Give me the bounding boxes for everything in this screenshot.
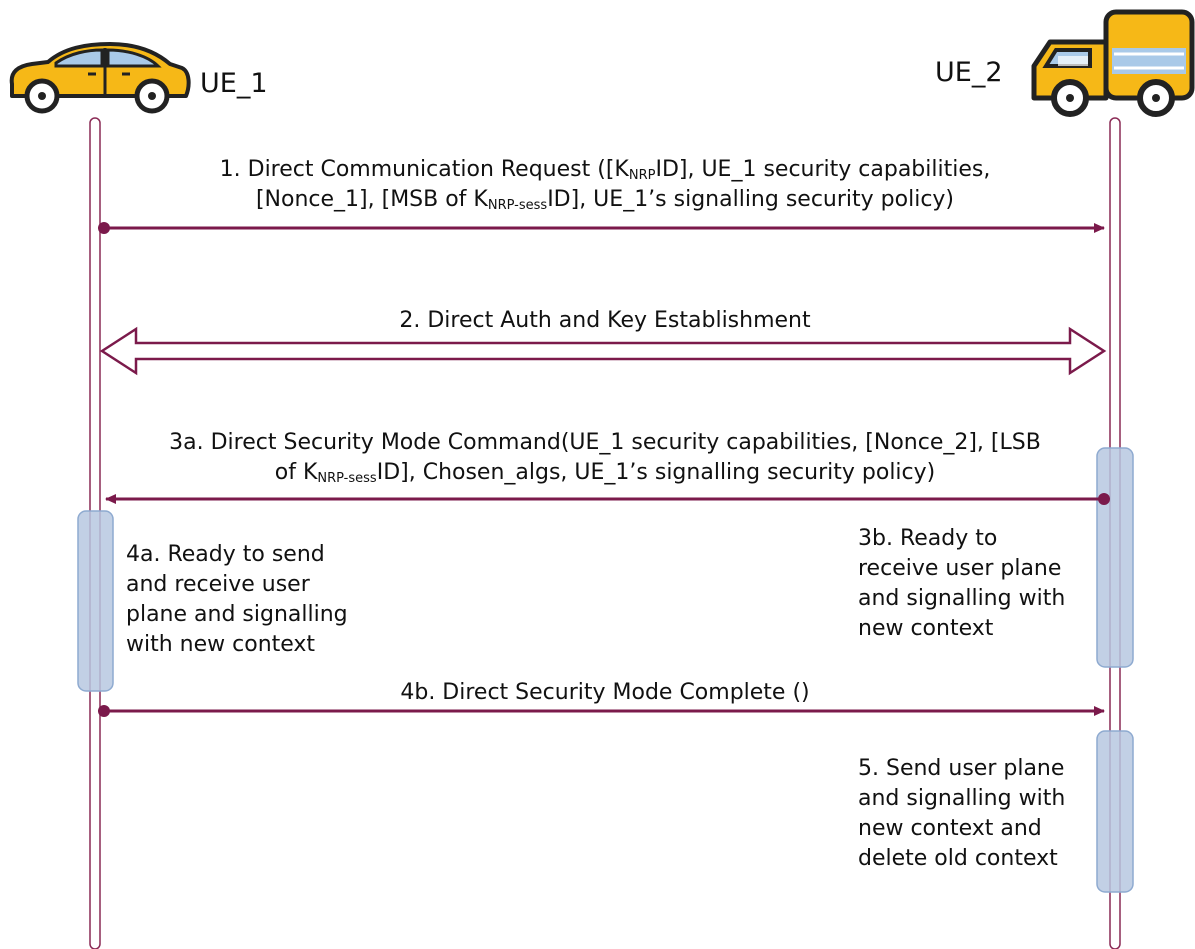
- note-4a-line: with new context: [126, 632, 316, 657]
- note-5-line: and signalling with: [858, 786, 1066, 811]
- note-3b-line: new context: [858, 616, 994, 641]
- message-4b-arrow: [98, 705, 1105, 717]
- ue2-label: UE_2: [935, 57, 1003, 88]
- note-3b-line: and signalling with: [858, 586, 1066, 611]
- message-3a-line2-subscript: NRP-sess: [317, 471, 377, 486]
- message-3a-arrow: [105, 493, 1110, 505]
- message-3a-line1: 3a. Direct Security Mode Command(UE_1 se…: [169, 430, 1041, 455]
- message-3a-line2-start: of K: [274, 460, 318, 485]
- truck-icon: [1031, 9, 1195, 117]
- note-3b: 3b. Ready to receive user plane and sign…: [858, 524, 1080, 644]
- note-5: 5. Send user plane and signalling with n…: [858, 754, 1080, 874]
- message-3a-line2-end: ID], Chosen_algs, UE_1’s signalling secu…: [376, 460, 936, 485]
- message-1-line2-start: [Nonce_1], [MSB of K: [255, 187, 488, 212]
- message-2-arrow: [99, 326, 1107, 376]
- message-1-line1-start: 1. Direct Communication Request ([K: [219, 157, 629, 182]
- message-1-label: 1. Direct Communication Request ([KNRPID…: [100, 155, 1110, 215]
- note-4a: 4a. Ready to send and receive user plane…: [126, 540, 348, 660]
- message-4b-label: 4b. Direct Security Mode Complete (): [400, 680, 810, 705]
- ue2-activation-5: [1096, 730, 1134, 893]
- ue2-activation-3b: [1096, 447, 1134, 668]
- message-1-arrow: [98, 222, 1105, 234]
- note-5-line: delete old context: [858, 846, 1058, 871]
- car-icon: [9, 42, 191, 114]
- message-1-line1-subscript: NRP: [628, 168, 656, 183]
- note-4a-line: and receive user: [126, 572, 310, 597]
- ue1-label: UE_1: [200, 68, 268, 99]
- note-3b-line: receive user plane: [858, 556, 1062, 581]
- note-5-line: 5. Send user plane: [858, 756, 1065, 781]
- note-5-line: new context and: [858, 816, 1042, 841]
- note-4a-line: 4a. Ready to send: [126, 542, 325, 567]
- message-2-label: 2. Direct Auth and Key Establishment: [399, 308, 811, 333]
- message-1-line1-end: ID], UE_1 security capabilities,: [655, 157, 991, 182]
- ue1-activation-4a: [77, 510, 114, 692]
- note-4a-line: plane and signalling: [126, 602, 348, 627]
- message-1-line2-end: ID], UE_1’s signalling security policy): [547, 187, 955, 212]
- message-1-line2-subscript: NRP-sess: [487, 198, 548, 213]
- note-3b-line: 3b. Ready to: [858, 526, 998, 551]
- message-3a-label: 3a. Direct Security Mode Command(UE_1 se…: [110, 428, 1100, 488]
